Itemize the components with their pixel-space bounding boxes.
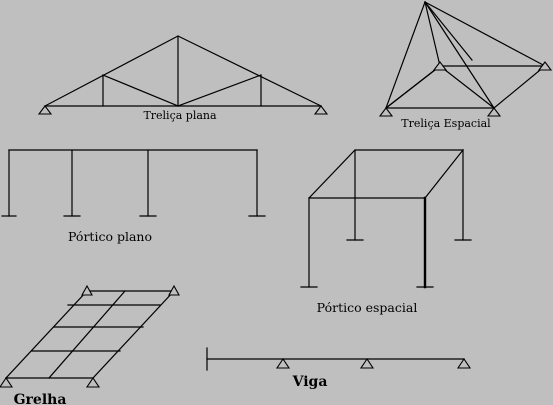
grid-structure: Grelha: [0, 286, 179, 405]
grid-member: [6, 291, 87, 378]
label-trelica-espacial: Treliça Espacial: [401, 117, 491, 130]
truss-left-diagonal: [103, 75, 178, 106]
support-triangle-icon: [87, 378, 99, 387]
space-frame: Pórtico espacial: [301, 150, 471, 315]
label-trelica-plana: Treliça plana: [143, 109, 217, 122]
support-triangle-icon: [488, 108, 500, 116]
grid-member: [49, 291, 125, 378]
support-triangle-icon: [39, 106, 51, 114]
support-triangle-icon: [315, 106, 327, 114]
space-truss-base: [386, 66, 545, 108]
support-triangle-icon: [458, 359, 470, 368]
label-portico-espacial: Pórtico espacial: [317, 300, 418, 315]
space-frame-top: [309, 150, 463, 198]
truss-top-chords: [45, 36, 321, 106]
support-triangle-icon: [380, 108, 392, 116]
label-grelha: Grelha: [14, 392, 67, 405]
space-truss-member: [440, 66, 494, 108]
plane-frame: Pórtico plano: [2, 150, 265, 244]
space-truss-member: [425, 2, 494, 108]
support-triangle-icon: [0, 378, 12, 387]
support-triangle-icon: [277, 359, 289, 368]
truss-right-diagonal: [178, 75, 261, 106]
space-truss-member: [425, 2, 545, 66]
label-viga: Viga: [292, 374, 328, 390]
space-truss: Treliça Espacial: [380, 2, 551, 130]
grid-member: [93, 291, 174, 378]
beam-structure: Viga: [207, 348, 470, 390]
label-portico-plano: Pórtico plano: [68, 229, 152, 244]
support-triangle-icon: [361, 359, 373, 368]
plane-truss: Treliça plana: [39, 36, 327, 122]
